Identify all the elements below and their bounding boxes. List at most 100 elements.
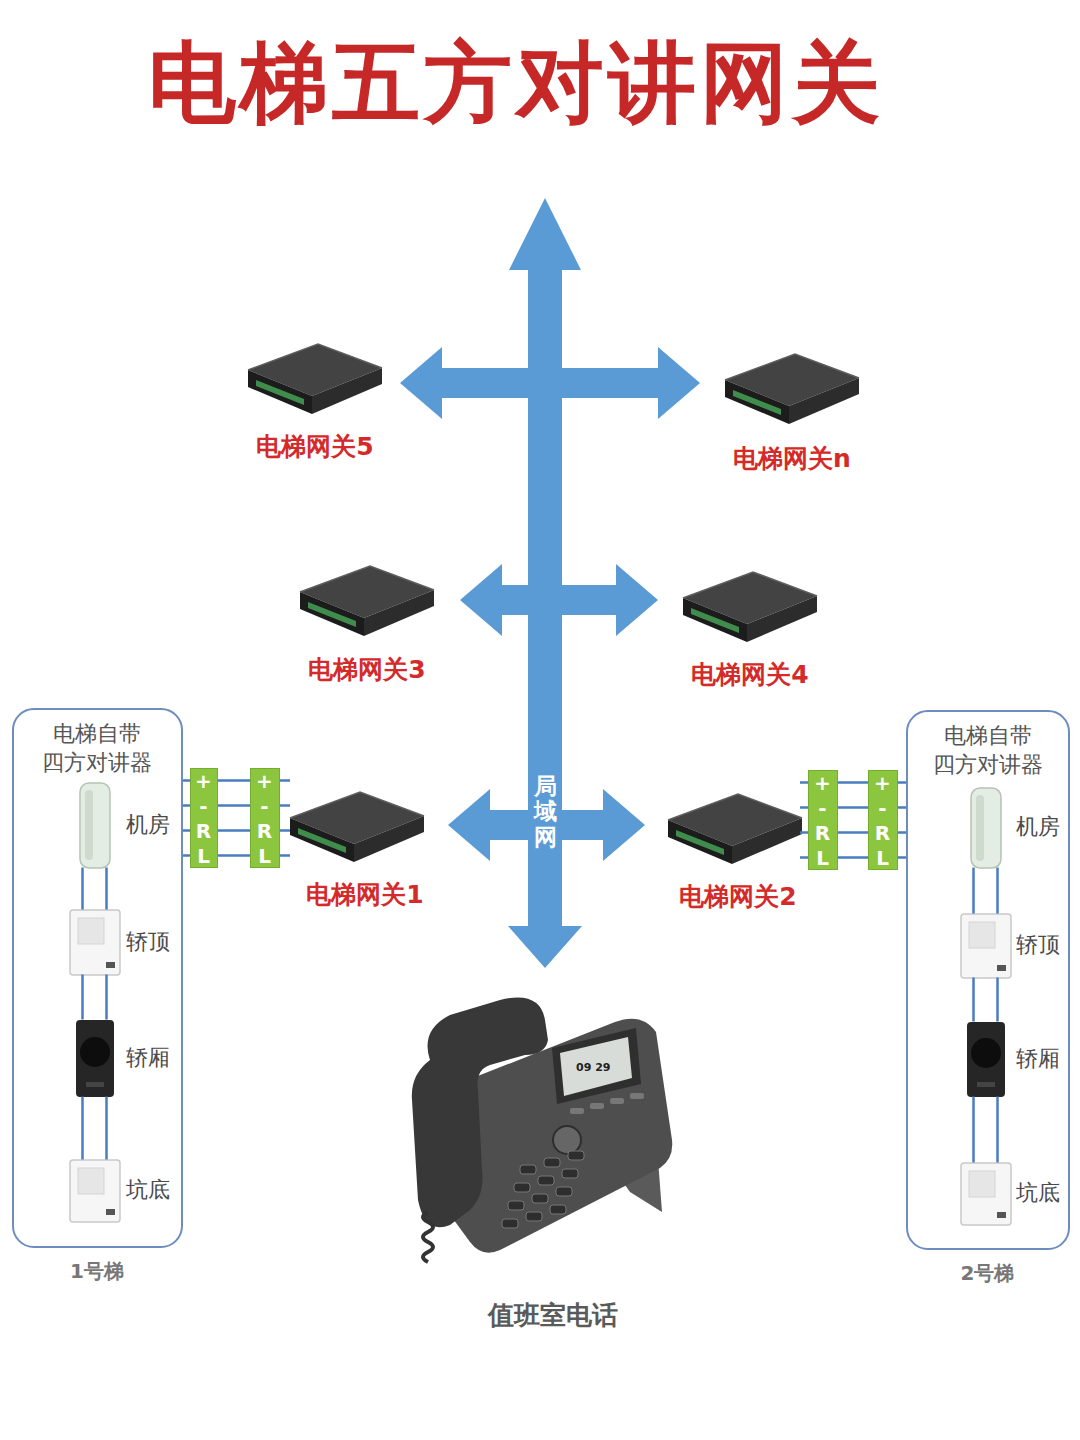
intercom-panel: 电梯自带 四方对讲器2号梯机房轿顶轿厢坑底 xyxy=(906,710,1070,1250)
gateway-label: 电梯网关2 xyxy=(679,882,796,912)
connector xyxy=(460,564,528,636)
terminal-pin: L xyxy=(816,848,829,868)
intercom-unit: 轿厢 xyxy=(66,1020,178,1097)
wire xyxy=(800,831,808,834)
car-unit xyxy=(76,1020,114,1097)
wire xyxy=(838,831,868,834)
phone-label: 值班室电话 xyxy=(488,1300,618,1331)
screen-bezel xyxy=(552,1028,641,1104)
terminal-pin: - xyxy=(199,796,207,816)
phone-handle xyxy=(85,790,93,860)
phone-handset xyxy=(412,998,548,1228)
unit-label: 轿厢 xyxy=(1016,1046,1060,1072)
wire xyxy=(81,868,84,910)
terminal-pin: L xyxy=(876,848,889,868)
speaker-grille xyxy=(78,918,104,944)
wire xyxy=(183,854,190,857)
terminal-pin: R xyxy=(196,821,211,841)
connector xyxy=(800,783,808,858)
terminal-pin: R xyxy=(257,821,272,841)
wire xyxy=(996,978,999,1022)
terminal-pin: - xyxy=(818,798,826,818)
intercom-unit: 轿顶 xyxy=(66,910,178,975)
unit-label: 坑底 xyxy=(1016,1180,1060,1206)
gateway-box: 电梯网关n xyxy=(700,348,860,476)
wire xyxy=(838,806,868,809)
gateway-label: 电梯网关4 xyxy=(691,660,808,690)
keypad-key xyxy=(538,1176,554,1185)
machine-room-phone xyxy=(80,783,110,868)
unit-label: 轿顶 xyxy=(1016,932,1060,958)
gateway-label: 电梯网关n xyxy=(733,444,851,474)
wire xyxy=(996,1097,999,1163)
keypad-key xyxy=(562,1169,578,1178)
connector xyxy=(280,781,290,856)
car-unit xyxy=(967,1022,1005,1097)
connector xyxy=(562,347,700,419)
terminal-pin: + xyxy=(256,771,273,791)
wire xyxy=(972,868,975,914)
wire xyxy=(898,831,906,834)
gateway-device xyxy=(290,792,424,862)
panel-heading: 电梯自带 四方对讲器 xyxy=(19,720,175,777)
connector xyxy=(974,978,998,1022)
wire xyxy=(898,806,906,809)
unit-button xyxy=(106,1209,115,1215)
car-top-unit xyxy=(961,914,1011,978)
connector xyxy=(83,1097,107,1160)
gateway-device xyxy=(725,354,859,424)
connector xyxy=(218,781,250,856)
terminal-block: +-RL xyxy=(808,770,838,870)
unit-button xyxy=(997,1212,1006,1218)
wire xyxy=(218,804,250,807)
wire xyxy=(838,856,868,859)
panel-heading: 电梯自带 四方对讲器 xyxy=(913,722,1062,779)
duty-phone: 值班室电话 xyxy=(420,968,686,1340)
unit-label: 机房 xyxy=(1016,814,1060,840)
wire xyxy=(996,868,999,914)
unit-label: 轿顶 xyxy=(126,929,170,955)
connector xyxy=(898,783,906,858)
connector xyxy=(400,347,528,419)
elevator-number: 2号梯 xyxy=(908,1261,1067,1285)
wire xyxy=(218,829,250,832)
keypad-key xyxy=(508,1201,524,1210)
intercom-unit: 机房 xyxy=(66,783,178,868)
terminal-block: +-RL xyxy=(250,768,280,868)
keypad-key xyxy=(556,1187,572,1196)
terminal-pin: R xyxy=(875,823,890,843)
wire xyxy=(280,804,290,807)
car-top-unit xyxy=(70,910,120,975)
terminal-pin: R xyxy=(815,823,830,843)
gateway-box: 电梯网关1 xyxy=(290,786,448,914)
car-speaker xyxy=(80,1037,110,1067)
wire xyxy=(800,856,808,859)
wire xyxy=(183,829,190,832)
keypad-key xyxy=(502,1219,518,1228)
unit-button xyxy=(997,965,1006,971)
machine-room-phone xyxy=(971,788,1001,868)
phone-screen xyxy=(560,1037,632,1096)
wire xyxy=(81,975,84,1020)
keypad-key xyxy=(550,1205,566,1214)
connector xyxy=(974,1097,998,1163)
gateway-box: 电梯网关2 xyxy=(645,788,800,916)
soft-key xyxy=(610,1098,624,1104)
wire xyxy=(218,779,250,782)
connector xyxy=(448,789,528,861)
gateway-box: 电梯网关4 xyxy=(658,566,816,692)
keypad-key xyxy=(532,1194,548,1203)
terminal-block: +-RL xyxy=(868,770,898,870)
keypad-key xyxy=(520,1165,536,1174)
gateway-device xyxy=(668,794,802,864)
phone-cord xyxy=(423,1212,433,1262)
intercom-unit: 轿顶 xyxy=(958,914,1066,978)
gateway-box: 电梯网关5 xyxy=(248,338,400,468)
intercom-unit: 机房 xyxy=(958,788,1066,868)
wire xyxy=(105,975,108,1020)
gateway-box: 电梯网关3 xyxy=(300,560,460,690)
car-slot xyxy=(86,1082,104,1087)
gateway-device xyxy=(300,566,434,636)
wire xyxy=(800,806,808,809)
